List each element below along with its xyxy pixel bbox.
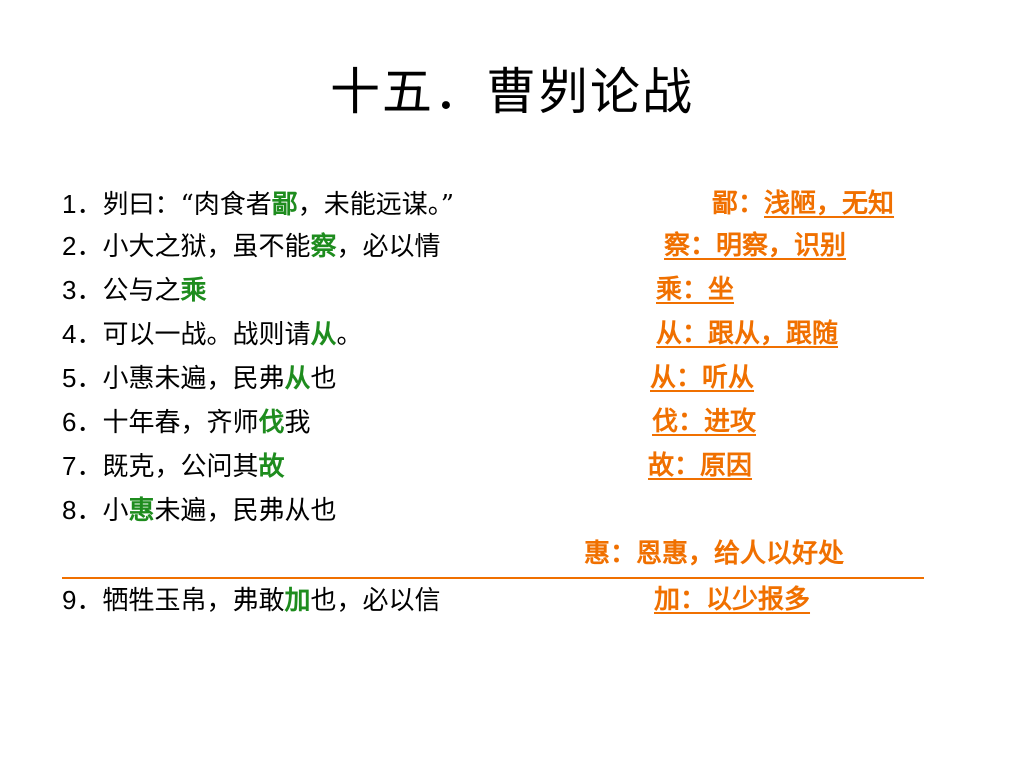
list-item-1: 1．刿曰：“肉食者鄙，未能远谋。” xyxy=(62,184,454,224)
list-item-9: 9．牺牲玉帛，弗敢加也，必以信 xyxy=(62,580,441,620)
item-text-post: 未遍，民弗从也 xyxy=(154,496,337,526)
note-7: 故：原因 xyxy=(648,446,752,486)
item-number: 6． xyxy=(62,407,103,437)
item-number: 7． xyxy=(62,451,103,481)
item-number: 4． xyxy=(62,319,103,349)
item-text-post: 我 xyxy=(284,408,311,438)
keyword: 从 xyxy=(310,320,337,350)
note-body: 浅陋，无知 xyxy=(764,189,895,219)
note-body: 从：听从 xyxy=(650,363,755,393)
item-text-pre: 刿曰：“肉食者 xyxy=(102,190,272,220)
note-3: 乘：坐 xyxy=(656,270,734,310)
item-text-pre: 小惠未遍，民弗 xyxy=(102,364,285,394)
item-text-pre: 小 xyxy=(102,496,129,526)
item-text-post: ，必以情 xyxy=(336,232,441,262)
list-item-8: 8．小惠未遍，民弗从也 xyxy=(62,490,337,530)
note-body: 乘：坐 xyxy=(656,275,735,305)
note-body: 加：以少报多 xyxy=(654,585,811,615)
note-5: 从：听从 xyxy=(650,358,754,398)
note-body: 伐：进攻 xyxy=(652,407,757,437)
keyword: 伐 xyxy=(258,408,285,438)
keyword: 加 xyxy=(284,586,311,616)
item-text-post: 也 xyxy=(310,364,337,394)
list-item-6: 6．十年春，齐师伐我 xyxy=(62,402,311,442)
item-number: 3． xyxy=(62,275,103,305)
item-number: 8． xyxy=(62,495,103,525)
item-number: 1． xyxy=(62,189,103,219)
note-4: 从：跟从，跟随 xyxy=(656,314,838,354)
item-text-pre: 牺牲玉帛，弗敢 xyxy=(102,586,285,616)
note-8-underline xyxy=(62,577,924,579)
note-body: 故：原因 xyxy=(648,451,753,481)
note-9: 加：以少报多 xyxy=(654,580,810,620)
item-text-pre: 十年春，齐师 xyxy=(102,408,259,438)
list-item-5: 5．小惠未遍，民弗从也 xyxy=(62,358,337,398)
item-text-pre: 小大之狱，虽不能 xyxy=(102,232,311,262)
list-item-7: 7．既克，公问其故 xyxy=(62,446,285,486)
note-1: 鄙：浅陋，无知 xyxy=(712,184,894,224)
note-body: 从：跟从，跟随 xyxy=(656,319,839,349)
list-item-2: 2．小大之狱，虽不能察，必以情 xyxy=(62,226,441,266)
slide-title: 十五．曹刿论战 xyxy=(330,63,694,121)
keyword: 乘 xyxy=(180,276,207,306)
item-text-pre: 既克，公问其 xyxy=(102,452,259,482)
note-body: 察：明察，识别 xyxy=(664,231,847,261)
item-text-post: 也，必以信 xyxy=(310,586,441,616)
item-text-pre: 公与之 xyxy=(102,276,181,306)
list-item-3: 3．公与之乘 xyxy=(62,270,207,310)
item-text-post: 。 xyxy=(336,320,363,350)
keyword: 鄙 xyxy=(271,190,298,220)
keyword: 察 xyxy=(310,232,337,262)
note-8: 惠：恩惠，给人以好处 xyxy=(584,534,844,574)
keyword: 惠 xyxy=(128,496,155,526)
note-head: 鄙： xyxy=(712,189,765,219)
item-text-post: ，未能远谋。” xyxy=(297,190,455,220)
note-6: 伐：进攻 xyxy=(652,402,756,442)
note-body: 惠：恩惠，给人以好处 xyxy=(584,539,845,569)
keyword: 从 xyxy=(284,364,311,394)
keyword: 故 xyxy=(258,452,285,482)
list-item-4: 4．可以一战。战则请从。 xyxy=(62,314,363,354)
item-number: 9． xyxy=(62,585,103,615)
item-text-pre: 可以一战。战则请 xyxy=(102,320,311,350)
note-2: 察：明察，识别 xyxy=(664,226,846,266)
item-number: 5． xyxy=(62,363,103,393)
item-number: 2． xyxy=(62,231,103,261)
